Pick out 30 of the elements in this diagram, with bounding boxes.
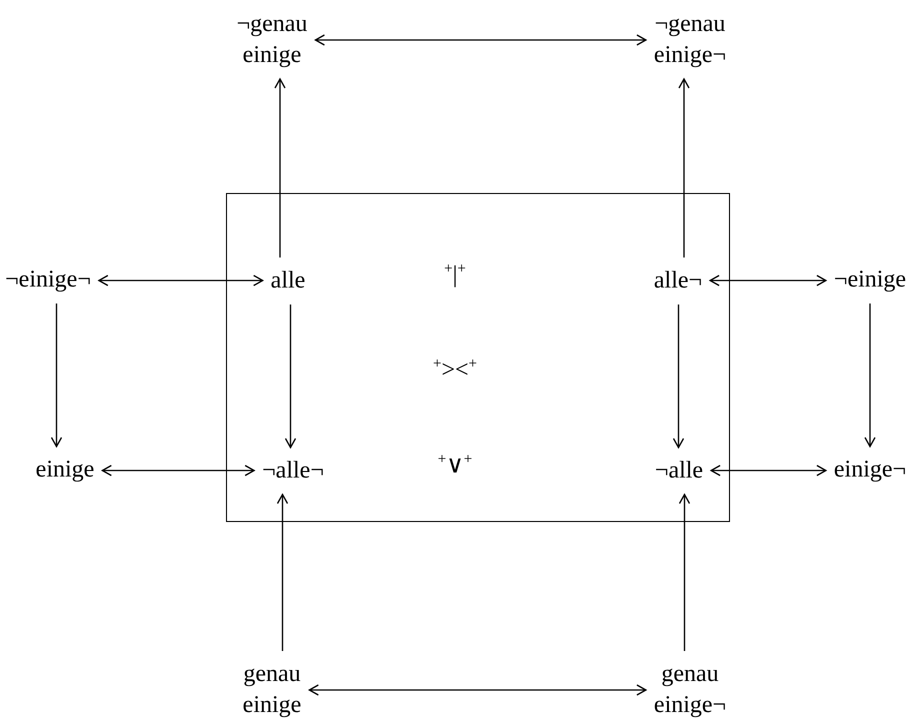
term-label: einige bbox=[36, 454, 94, 486]
term-label: einige¬ bbox=[834, 454, 906, 486]
implication-arrow bbox=[274, 78, 286, 258]
implication-arrow bbox=[98, 274, 264, 286]
term-label: ¬einige bbox=[834, 264, 906, 296]
term-label: genau einige¬ bbox=[654, 659, 726, 720]
frame-box bbox=[226, 193, 730, 522]
term-label: genau einige bbox=[242, 659, 302, 720]
term-label: ¬genau einige¬ bbox=[654, 9, 726, 71]
term-label: ¬einige¬ bbox=[5, 264, 91, 296]
implication-arrow bbox=[678, 78, 690, 258]
term-label: alle bbox=[270, 266, 306, 296]
operator-symbol: $^{+}$∨$^{+}$ bbox=[438, 450, 472, 480]
implication-arrow bbox=[276, 494, 288, 651]
implication-arrow bbox=[864, 304, 876, 448]
implication-arrow bbox=[710, 464, 827, 476]
implication-arrow bbox=[308, 684, 647, 696]
implication-arrow bbox=[678, 494, 690, 651]
implication-arrow bbox=[672, 304, 684, 448]
implication-arrow bbox=[709, 274, 827, 286]
term-label: ¬alle¬ bbox=[262, 456, 324, 486]
implication-arrow bbox=[50, 304, 62, 448]
implication-arrow bbox=[102, 464, 255, 476]
implication-arrow bbox=[284, 304, 296, 448]
term-label: alle¬ bbox=[654, 266, 702, 296]
operator-symbol: $^{+}$|$^{+}$ bbox=[444, 261, 466, 289]
implication-arrow bbox=[314, 34, 647, 46]
term-label: ¬genau einige bbox=[236, 9, 308, 71]
term-label: ¬alle bbox=[654, 456, 704, 486]
operator-symbol: $^{+}$><$^{+}$ bbox=[433, 356, 477, 384]
